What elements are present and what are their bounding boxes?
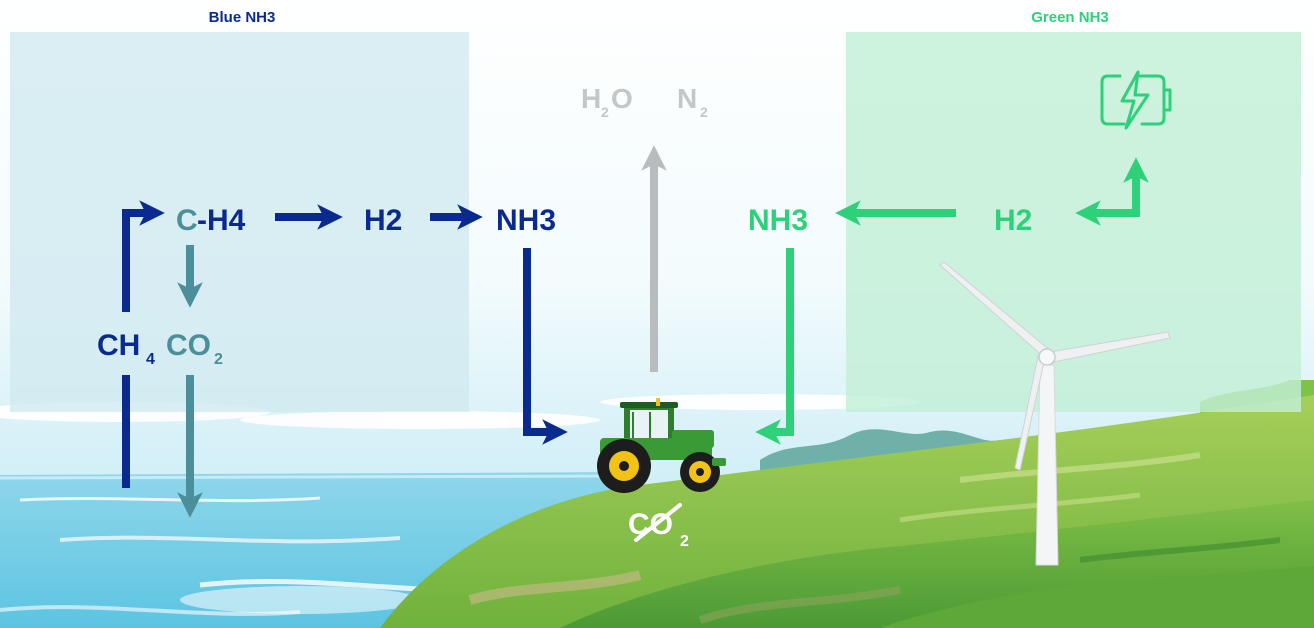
svg-text:H: H xyxy=(581,83,601,114)
blue-nh3-panel xyxy=(10,32,469,412)
svg-text:N: N xyxy=(677,83,697,114)
no-co2-label: CO 2 xyxy=(628,503,689,550)
green-nh3-label: NH3 xyxy=(748,204,808,237)
h2o-label: H 2 O xyxy=(581,83,633,120)
blue-nh3-label: NH3 xyxy=(496,204,556,237)
co2-label: CO 2 xyxy=(166,329,223,368)
tractor-icon xyxy=(597,398,726,493)
no-co2-subscript: 2 xyxy=(680,533,689,550)
green-nh3-to-tractor-arrow xyxy=(755,248,794,445)
blue-h2-label: H2 xyxy=(364,204,402,237)
green-h2-label: H2 xyxy=(994,204,1032,237)
svg-text:2: 2 xyxy=(700,104,708,120)
blue-path-arrows xyxy=(122,200,568,518)
ch4-main: CH xyxy=(97,329,140,362)
svg-text:2: 2 xyxy=(601,104,609,120)
green-path-arrows xyxy=(755,157,1149,445)
ch4-to-ch4-arrow xyxy=(122,200,165,312)
ch4-label: CH 4 xyxy=(97,329,155,368)
n2-label: N 2 xyxy=(677,83,708,120)
co2-subscript: 2 xyxy=(214,351,223,368)
strike-through-icon xyxy=(634,503,682,542)
no-co2-symbol: CO xyxy=(628,508,673,541)
co2-main: CO xyxy=(166,329,211,362)
svg-text:O: O xyxy=(611,83,633,114)
battery-charging-icon xyxy=(1100,70,1172,130)
blue-nh3-to-tractor-arrow xyxy=(523,248,568,445)
green-hills xyxy=(380,395,1314,628)
wind-turbine-icon xyxy=(939,261,1171,566)
green-nh3-title: Green NH3 xyxy=(1031,9,1109,26)
c-label: C xyxy=(176,204,198,237)
blue-nh3-title: Blue NH3 xyxy=(209,9,276,26)
ch4-subscript: 4 xyxy=(146,351,155,368)
h4-label: -H4 xyxy=(197,204,246,237)
